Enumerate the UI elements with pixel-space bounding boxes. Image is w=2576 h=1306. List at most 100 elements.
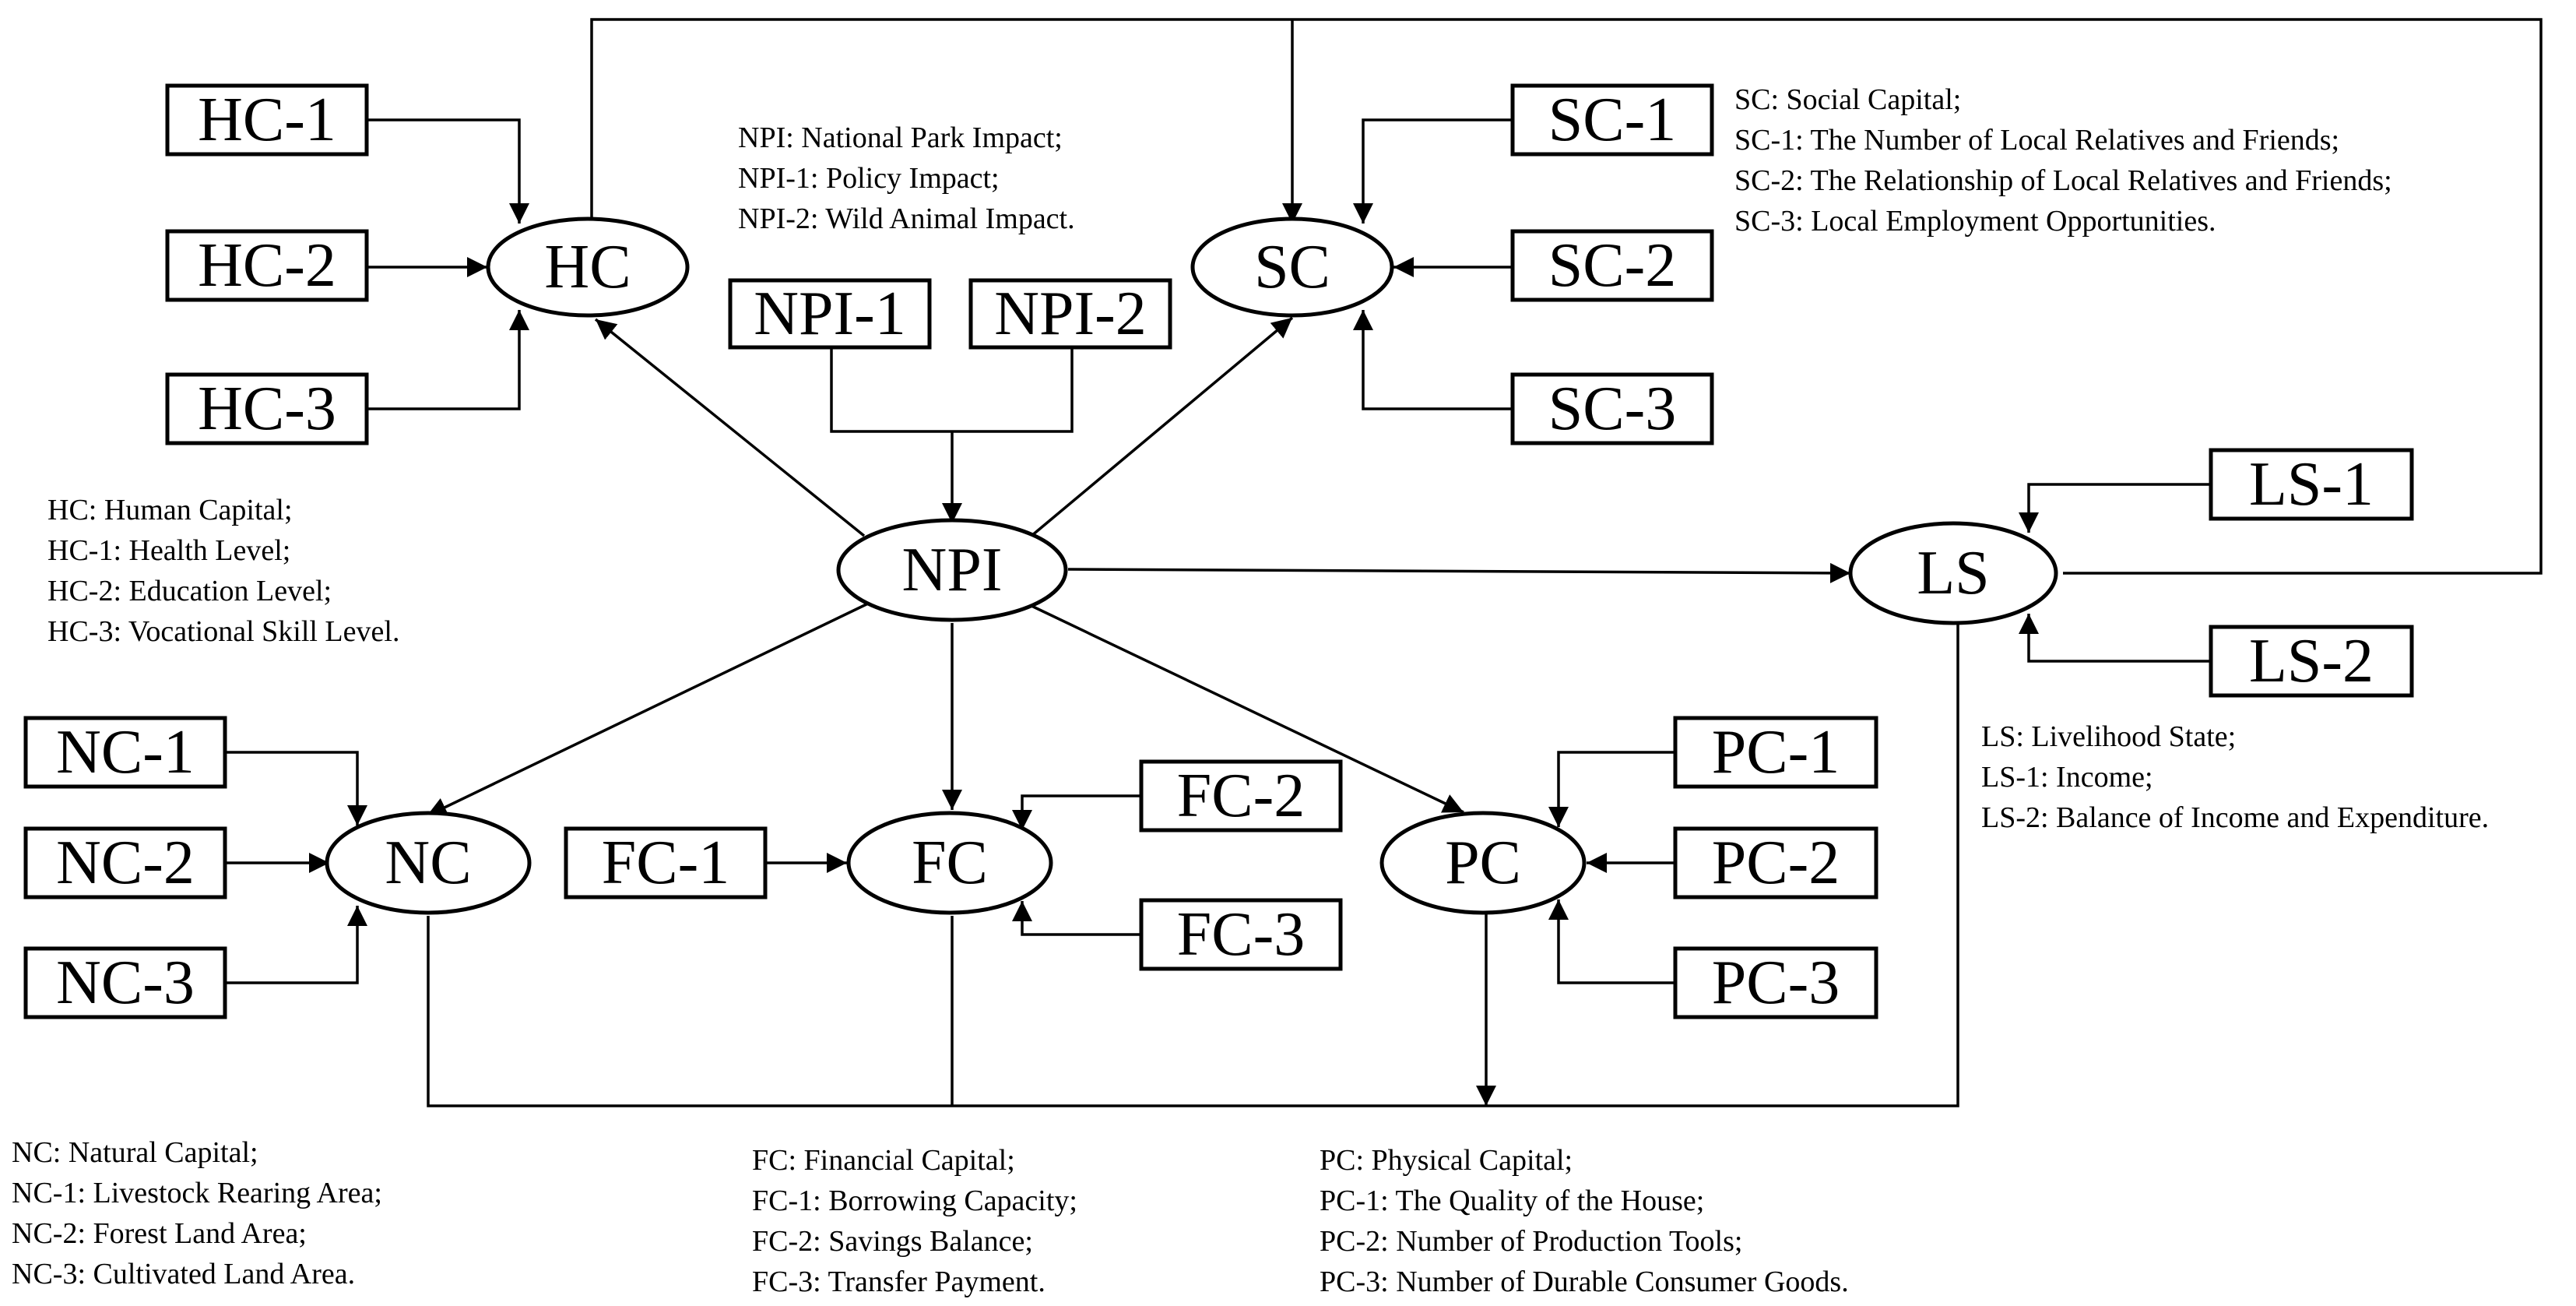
legend-sc-line: SC: Social Capital;	[1734, 83, 1961, 116]
legend-npi-line: NPI-2: Wild Animal Impact.	[738, 202, 1075, 235]
indicator-sc3-label: SC-3	[1548, 375, 1677, 443]
indicator-sc2: SC-2	[1510, 229, 1714, 302]
legend-ls-line: LS-1: Income;	[1981, 761, 2153, 794]
node-hc: HC	[486, 216, 690, 318]
legend-pc: PC: Physical Capital; PC-1: The Quality …	[1320, 1144, 1849, 1298]
indicator-fc2: FC-2	[1139, 759, 1343, 833]
indicator-hc2-label: HC-2	[198, 231, 336, 300]
legend-npi-line: NPI: National Park Impact;	[738, 121, 1063, 154]
node-sc-label: SC	[1254, 233, 1330, 301]
node-hc-label: HC	[544, 233, 631, 301]
legend-pc-line: PC-1: The Quality of the House;	[1320, 1185, 1704, 1217]
indicator-sc2-label: SC-2	[1548, 231, 1677, 300]
arrow-hc-sc-ls	[590, 18, 2543, 575]
indicator-hc3-label: HC-3	[198, 375, 336, 443]
arrow-nc3-nc	[225, 906, 367, 984]
legend-nc-line: NC: Natural Capital;	[12, 1136, 258, 1169]
indicator-nc1-label: NC-1	[56, 718, 195, 787]
indicator-pc1-label: PC-1	[1712, 718, 1840, 787]
arrow-sc1-sc	[1353, 118, 1513, 224]
arrow-npi-sc	[1030, 316, 1294, 537]
legend-fc-line: FC: Financial Capital;	[752, 1144, 1015, 1177]
indicator-nc2-label: NC-2	[56, 829, 195, 897]
arrow-ls2-ls	[2019, 614, 2211, 663]
legend-npi: NPI: National Park Impact; NPI-1: Policy…	[738, 121, 1075, 235]
indicator-ls1-label: LS-1	[2249, 450, 2374, 519]
indicator-ls2-label: LS-2	[2249, 627, 2374, 695]
arrow-ls1-ls	[2019, 483, 2211, 533]
legend-ls-line: LS-2: Balance of Income and Expenditure.	[1981, 801, 2489, 834]
legend-pc-line: PC: Physical Capital;	[1320, 1144, 1573, 1177]
legend-pc-line: PC-3: Number of Durable Consumer Goods.	[1320, 1266, 1849, 1298]
node-sc: SC	[1190, 216, 1394, 318]
indicator-fc3-label: FC-3	[1177, 900, 1306, 969]
legend-fc: FC: Financial Capital; FC-1: Borrowing C…	[752, 1144, 1077, 1298]
indicator-sc1-label: SC-1	[1548, 86, 1677, 154]
node-npi-label: NPI	[902, 536, 1003, 604]
indicator-ls1: LS-1	[2209, 448, 2414, 521]
arrow-nc-fc-pc-ls	[427, 621, 1959, 1106]
arrow-sc3-sc	[1353, 310, 1513, 410]
indicator-npi1: NPI-1	[728, 278, 932, 350]
connectors	[225, 18, 2543, 1106]
legend-npi-line: NPI-1: Policy Impact;	[738, 162, 1000, 195]
indicator-pc3-label: PC-3	[1712, 949, 1840, 1017]
indicator-nc3-label: NC-3	[56, 949, 195, 1017]
indicator-fc2-label: FC-2	[1177, 762, 1306, 830]
indicator-pc2-label: PC-2	[1712, 829, 1840, 897]
legend-nc-line: NC-3: Cultivated Land Area.	[12, 1258, 355, 1290]
node-fc-label: FC	[912, 829, 988, 897]
node-npi: NPI	[836, 518, 1068, 622]
legend-hc-line: HC-1: Health Level;	[47, 534, 290, 567]
arrow-pc1-pc	[1548, 751, 1675, 827]
node-pc-label: PC	[1445, 829, 1521, 897]
legend-pc-line: PC-2: Number of Production Tools;	[1320, 1225, 1742, 1258]
arrow-fc3-fc	[1012, 901, 1141, 936]
legend-sc-line: SC-1: The Number of Local Relatives and …	[1734, 124, 2339, 157]
indicator-npi2: NPI-2	[968, 278, 1172, 350]
indicator-fc3: FC-3	[1139, 898, 1343, 971]
arrow-npi-nc	[426, 602, 869, 818]
indicator-nc2: NC-2	[23, 826, 227, 899]
indicator-hc2: HC-2	[165, 229, 369, 302]
indicator-ls2: LS-2	[2209, 625, 2414, 698]
legend-sc-line: SC-3: Local Employment Opportunities.	[1734, 205, 2216, 238]
indicator-npi1-label: NPI-1	[754, 280, 906, 348]
arrow-npi-indicators-npi	[830, 347, 1074, 523]
node-nc-label: NC	[385, 829, 471, 897]
indicator-fc1-label: FC-1	[602, 829, 730, 897]
indicator-pc1: PC-1	[1673, 716, 1878, 789]
arrow-fc2-fc	[1012, 794, 1141, 830]
node-nc: NC	[325, 811, 532, 915]
legend-fc-line: FC-1: Borrowing Capacity;	[752, 1185, 1077, 1217]
legend-fc-line: FC-3: Transfer Payment.	[752, 1266, 1046, 1298]
indicator-hc3: HC-3	[165, 372, 369, 445]
arrow-npi-hc	[594, 318, 866, 537]
indicator-hc1: HC-1	[165, 83, 369, 157]
arrow-npi-ls	[1067, 562, 1851, 583]
arrow-hc1-hc	[367, 118, 529, 224]
legend-hc-line: HC: Human Capital;	[47, 494, 293, 526]
indicator-npi2-label: NPI-2	[994, 280, 1147, 348]
indicator-sc1: SC-1	[1510, 83, 1714, 157]
legend-hc-line: HC-3: Vocational Skill Level.	[47, 615, 399, 648]
legend-sc: SC: Social Capital; SC-1: The Number of …	[1734, 83, 2392, 238]
legend-hc-line: HC-2: Education Level;	[47, 575, 332, 607]
arrow-hc3-hc	[367, 310, 529, 410]
legend-hc: HC: Human Capital; HC-1: Health Level; H…	[47, 494, 399, 648]
indicator-nc1: NC-1	[23, 716, 227, 789]
indicator-pc2: PC-2	[1673, 826, 1878, 899]
node-ls-label: LS	[1917, 539, 1989, 607]
legend-nc: NC: Natural Capital; NC-1: Livestock Rea…	[12, 1136, 382, 1290]
arrow-nc1-nc	[225, 751, 367, 825]
indicator-hc1-label: HC-1	[198, 86, 336, 154]
arrow-npi-pc	[1031, 604, 1464, 814]
node-fc: FC	[846, 811, 1053, 915]
indicator-fc1: FC-1	[564, 826, 768, 899]
indicator-pc3: PC-3	[1673, 946, 1878, 1019]
legend-ls-line: LS: Livelihood State;	[1981, 720, 2236, 753]
node-pc: PC	[1379, 811, 1587, 915]
indicator-sc3: SC-3	[1510, 372, 1714, 445]
legend-fc-line: FC-2: Savings Balance;	[752, 1225, 1033, 1258]
